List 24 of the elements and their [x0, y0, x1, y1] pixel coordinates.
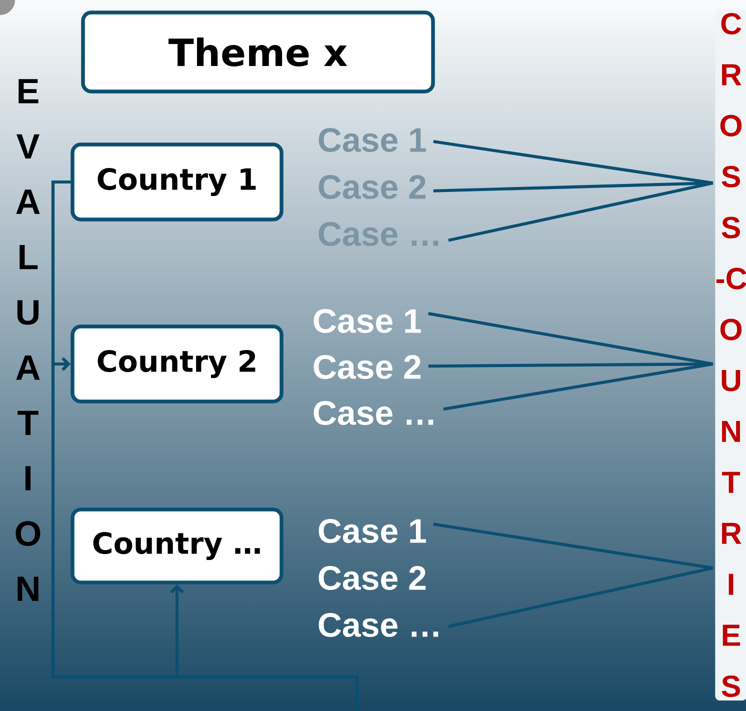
connector-line	[448, 566, 714, 628]
connector-line	[51, 180, 359, 711]
case-text: Case …	[318, 612, 438, 638]
country-box: Country 2	[70, 324, 284, 404]
connector-line	[433, 181, 713, 192]
case-text: Case 1	[318, 128, 426, 152]
case-text: Case 2	[318, 566, 426, 590]
case-text: Case 1	[314, 308, 421, 334]
connector-line	[448, 182, 714, 242]
connector-line	[443, 362, 714, 411]
connector-line	[433, 140, 714, 185]
case-text: Case 1	[318, 518, 426, 544]
case-text: Case 2	[314, 354, 421, 380]
connector-line	[428, 362, 713, 368]
vertical-text: EVALUATION	[16, 79, 40, 601]
title-box: Theme x	[81, 10, 435, 94]
vertical-text: CROSS-COUNTRIES	[715, 9, 746, 701]
country-box: Country 1	[70, 142, 284, 222]
case-text: Case 2	[318, 174, 426, 200]
case-text: Case …	[318, 222, 438, 246]
case-text: Case …	[314, 400, 434, 426]
connector-line	[428, 312, 714, 366]
country-box: Country …	[70, 508, 284, 584]
connector-line	[433, 522, 714, 570]
